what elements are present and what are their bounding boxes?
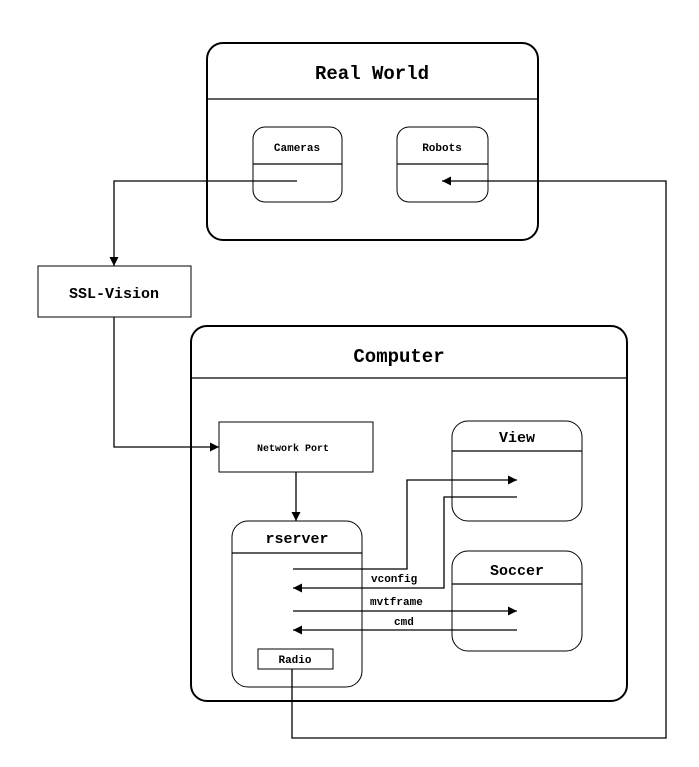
- computer-title: Computer: [353, 346, 444, 368]
- view-label: View: [499, 430, 535, 447]
- arrow-radio-to-robots: [291, 176, 667, 739]
- robots-label: Robots: [422, 143, 462, 155]
- soccer-label: Soccer: [490, 563, 544, 580]
- radio-label: Radio: [278, 655, 311, 667]
- cmd-edge-label: cmd: [394, 617, 414, 629]
- rserver-label: rserver: [265, 531, 328, 548]
- real-world-title: Real World: [315, 63, 429, 85]
- cameras-node: Cameras: [252, 126, 343, 203]
- cameras-label: Cameras: [274, 143, 320, 155]
- arrow-cameras-to-ssl-vision: [109, 180, 297, 266]
- view-node: View: [451, 420, 583, 522]
- arrow-view-to-rserver: [293, 496, 517, 593]
- ssl-vision-box: SSL-Vision: [37, 265, 192, 318]
- radio-box: Radio: [257, 648, 334, 670]
- rserver-node: rserver: [231, 520, 363, 688]
- robots-node: Robots: [396, 126, 489, 203]
- arrow-rserver-to-view: [293, 475, 517, 570]
- soccer-node: Soccer: [451, 550, 583, 652]
- arrow-ssl-vision-to-network-port: [113, 317, 219, 452]
- network-port-box: Network Port: [218, 421, 374, 473]
- vconfig-edge-label: vconfig: [371, 574, 417, 586]
- ssl-vision-label: SSL-Vision: [69, 286, 159, 303]
- network-port-label: Network Port: [257, 443, 329, 455]
- mvtframe-edge-label: mvtframe: [370, 597, 423, 609]
